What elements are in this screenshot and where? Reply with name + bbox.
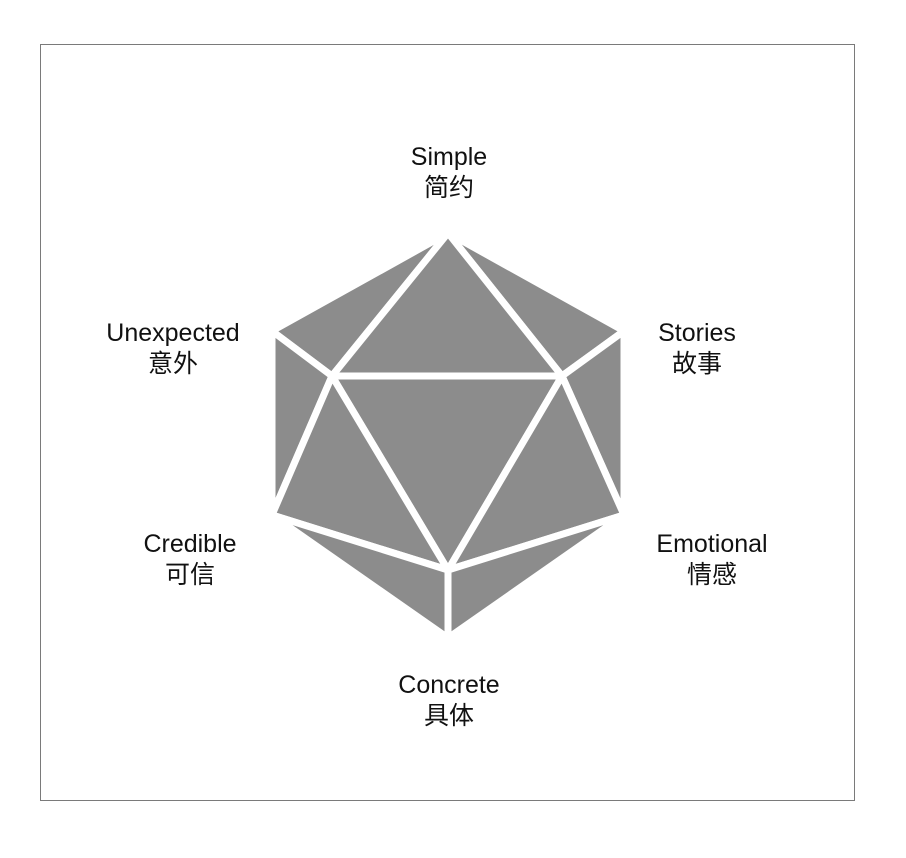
label-emotional-zh: 情感 [686, 561, 738, 589]
label-credible: Credible 可信 [143, 529, 236, 591]
label-credible-en: Credible [143, 530, 237, 558]
label-credible-zh: 可信 [164, 561, 216, 589]
label-emotional-en: Emotional [656, 530, 768, 558]
label-emotional: Emotional 情感 [656, 529, 767, 591]
label-concrete-en: Concrete [398, 671, 500, 699]
label-unexpected-en: Unexpected [106, 319, 240, 347]
label-stories: Stories 故事 [658, 318, 736, 380]
label-stories-en: Stories [658, 319, 736, 347]
label-concrete-zh: 具体 [423, 702, 475, 730]
label-simple: Simple 简约 [411, 142, 487, 204]
label-simple-zh: 简约 [423, 174, 475, 202]
label-unexpected: Unexpected 意外 [106, 318, 239, 380]
label-unexpected-zh: 意外 [147, 350, 198, 378]
face-bottom-right [444, 511, 628, 642]
label-concrete: Concrete 具体 [398, 670, 499, 732]
label-simple-en: Simple [410, 143, 488, 171]
label-stories-zh: 故事 [671, 350, 722, 378]
